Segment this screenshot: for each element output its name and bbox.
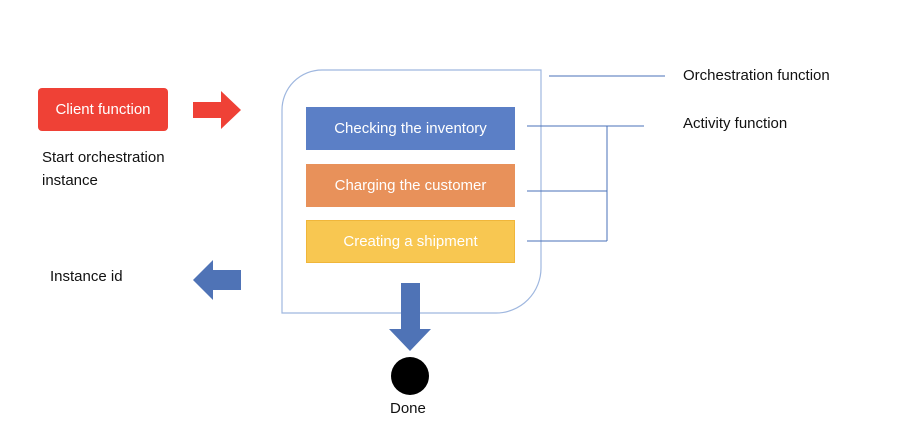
orchestration-function-label: Orchestration function [683,67,830,84]
done-arrow-icon [389,283,431,351]
client-function-box: Client function [38,88,168,131]
done-label: Done [390,400,426,417]
start-orchestration-label-line2: instance [42,172,98,189]
activity-label: Creating a shipment [343,233,478,250]
response-arrow-icon [193,260,241,300]
activity-box-checking-inventory: Checking the inventory [306,107,515,150]
done-dot-icon [391,357,429,395]
instance-id-label: Instance id [50,268,123,285]
client-function-label: Client function [55,101,151,118]
activity-box-charging-customer: Charging the customer [306,164,515,207]
activity-box-creating-shipment: Creating a shipment [306,220,515,263]
orchestration-container [281,69,542,314]
activity-function-label: Activity function [683,115,788,132]
activity-label: Charging the customer [334,177,487,194]
request-arrow-icon [193,91,241,129]
start-orchestration-label-line1: Start orchestration [42,149,165,166]
activity-label: Checking the inventory [334,120,487,137]
activity-bracket [527,125,644,242]
